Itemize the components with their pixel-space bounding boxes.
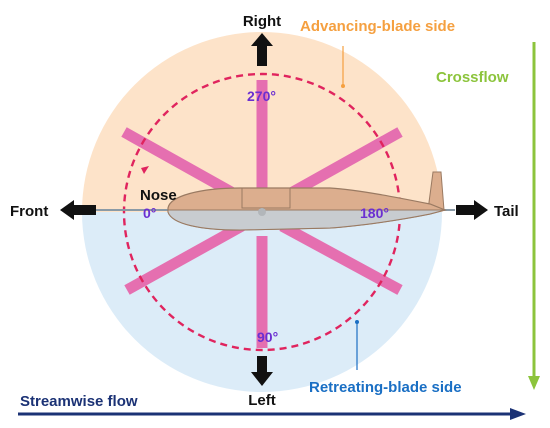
rotor-hub (258, 208, 266, 216)
azimuth-270-label: 270° (247, 88, 276, 104)
right-label: Right (243, 13, 281, 30)
azimuth-180-label: 180° (360, 205, 389, 221)
azimuth-0-label: 0° (143, 205, 156, 221)
blade-lower-left (124, 221, 245, 295)
rotation-arrow-icon (141, 166, 149, 174)
tail-label: Tail (494, 203, 519, 220)
streamwise-arrowhead-icon (510, 408, 526, 420)
advancing-leader-dot (341, 84, 345, 88)
crossflow-arrowhead-icon (528, 376, 540, 390)
advancing-side-label: Advancing-blade side (300, 18, 455, 35)
direction-arrows (60, 33, 488, 386)
retreating-side-label: Retreating-blade side (309, 379, 462, 396)
crossflow-label: Crossflow (436, 69, 509, 86)
fuselage-underside (167, 209, 446, 231)
tail-arrow-icon (456, 200, 488, 220)
fuselage-panel (241, 187, 291, 209)
azimuth-90-label: 90° (257, 329, 278, 345)
left-label: Left (248, 392, 276, 409)
blade-lower-right (279, 221, 403, 295)
right-arrow-icon (251, 33, 273, 66)
nose-label: Nose (140, 187, 177, 204)
front-label: Front (10, 203, 48, 220)
retreating-leader-dot (355, 320, 359, 324)
left-arrow-icon (251, 356, 273, 386)
streamwise-flow-label: Streamwise flow (20, 393, 138, 410)
front-arrow-icon (60, 200, 96, 220)
